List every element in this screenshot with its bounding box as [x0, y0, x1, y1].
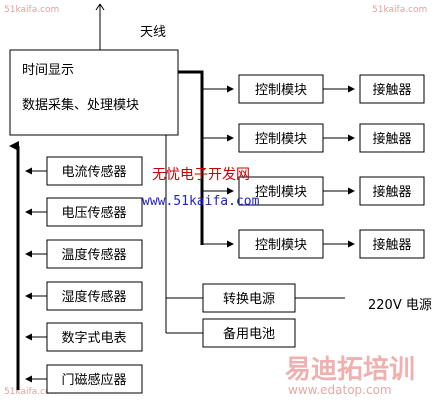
main-processing-box	[9, 49, 179, 136]
sensor-temperature-label: 温度传感器	[61, 247, 126, 263]
sensor-voltage-label: 电压传感器	[61, 205, 126, 221]
switching-power-supply	[202, 283, 296, 313]
sensor-digital-meter-label: 数字式电表	[61, 331, 126, 346]
backup-battery	[202, 318, 296, 348]
watermark-top-right: 51kaifa.com	[372, 5, 427, 15]
watermark-center-url: www.51kaifa.com	[142, 194, 260, 209]
watermark-bottom-left: 51kaifa.com	[4, 387, 59, 397]
control-module-4-label: 控制模块	[255, 238, 307, 253]
mains-input-label: 220V 电源	[368, 298, 432, 313]
contactor-1-label: 接触器	[372, 82, 411, 98]
contactor-2	[359, 123, 425, 153]
watermark-center-cn: 无忧电子开发网	[152, 167, 250, 183]
control-module-2-label: 控制模块	[255, 132, 307, 147]
contactor-3-label: 接触器	[372, 184, 411, 200]
watermark-logo-url: www.edatop.com	[288, 383, 392, 397]
main-box-line1: 时间显示	[22, 63, 74, 78]
contactor-3	[359, 176, 425, 206]
sensor-voltage	[46, 197, 143, 227]
watermark-top-left: 51kaifa.com	[4, 5, 59, 15]
antenna-label: 天线	[140, 25, 166, 40]
control-module-4	[238, 229, 324, 259]
switching-supply-label: 转换电源	[223, 292, 275, 307]
sensor-digital-meter	[46, 322, 143, 352]
antenna-tip-left	[95, 3, 101, 11]
sensor-door-magnetic-label: 门磁感应器	[61, 372, 126, 388]
sensor-current	[46, 156, 143, 186]
control-module-1-label: 控制模块	[255, 83, 307, 98]
contactor-1	[359, 74, 425, 104]
sensor-temperature	[46, 239, 143, 269]
sensor-current-label: 电流传感器	[61, 164, 126, 180]
contactor-2-label: 接触器	[372, 131, 411, 147]
sensor-humidity-label: 湿度传感器	[61, 289, 126, 305]
antenna-tip-right	[99, 3, 105, 11]
control-bus-line	[178, 70, 204, 245]
contactor-4-label: 接触器	[372, 237, 411, 253]
watermark-logo: 易迪拓培训	[285, 355, 415, 385]
contactor-4	[359, 229, 425, 259]
main-box-line2: 数据采集、处理模块	[22, 97, 139, 113]
backup-battery-label: 备用电池	[223, 326, 275, 342]
control-module-3-label: 控制模块	[255, 185, 307, 200]
sensor-humidity	[46, 281, 143, 311]
control-module-1	[238, 74, 324, 104]
sensor-door-magnetic	[46, 364, 143, 394]
